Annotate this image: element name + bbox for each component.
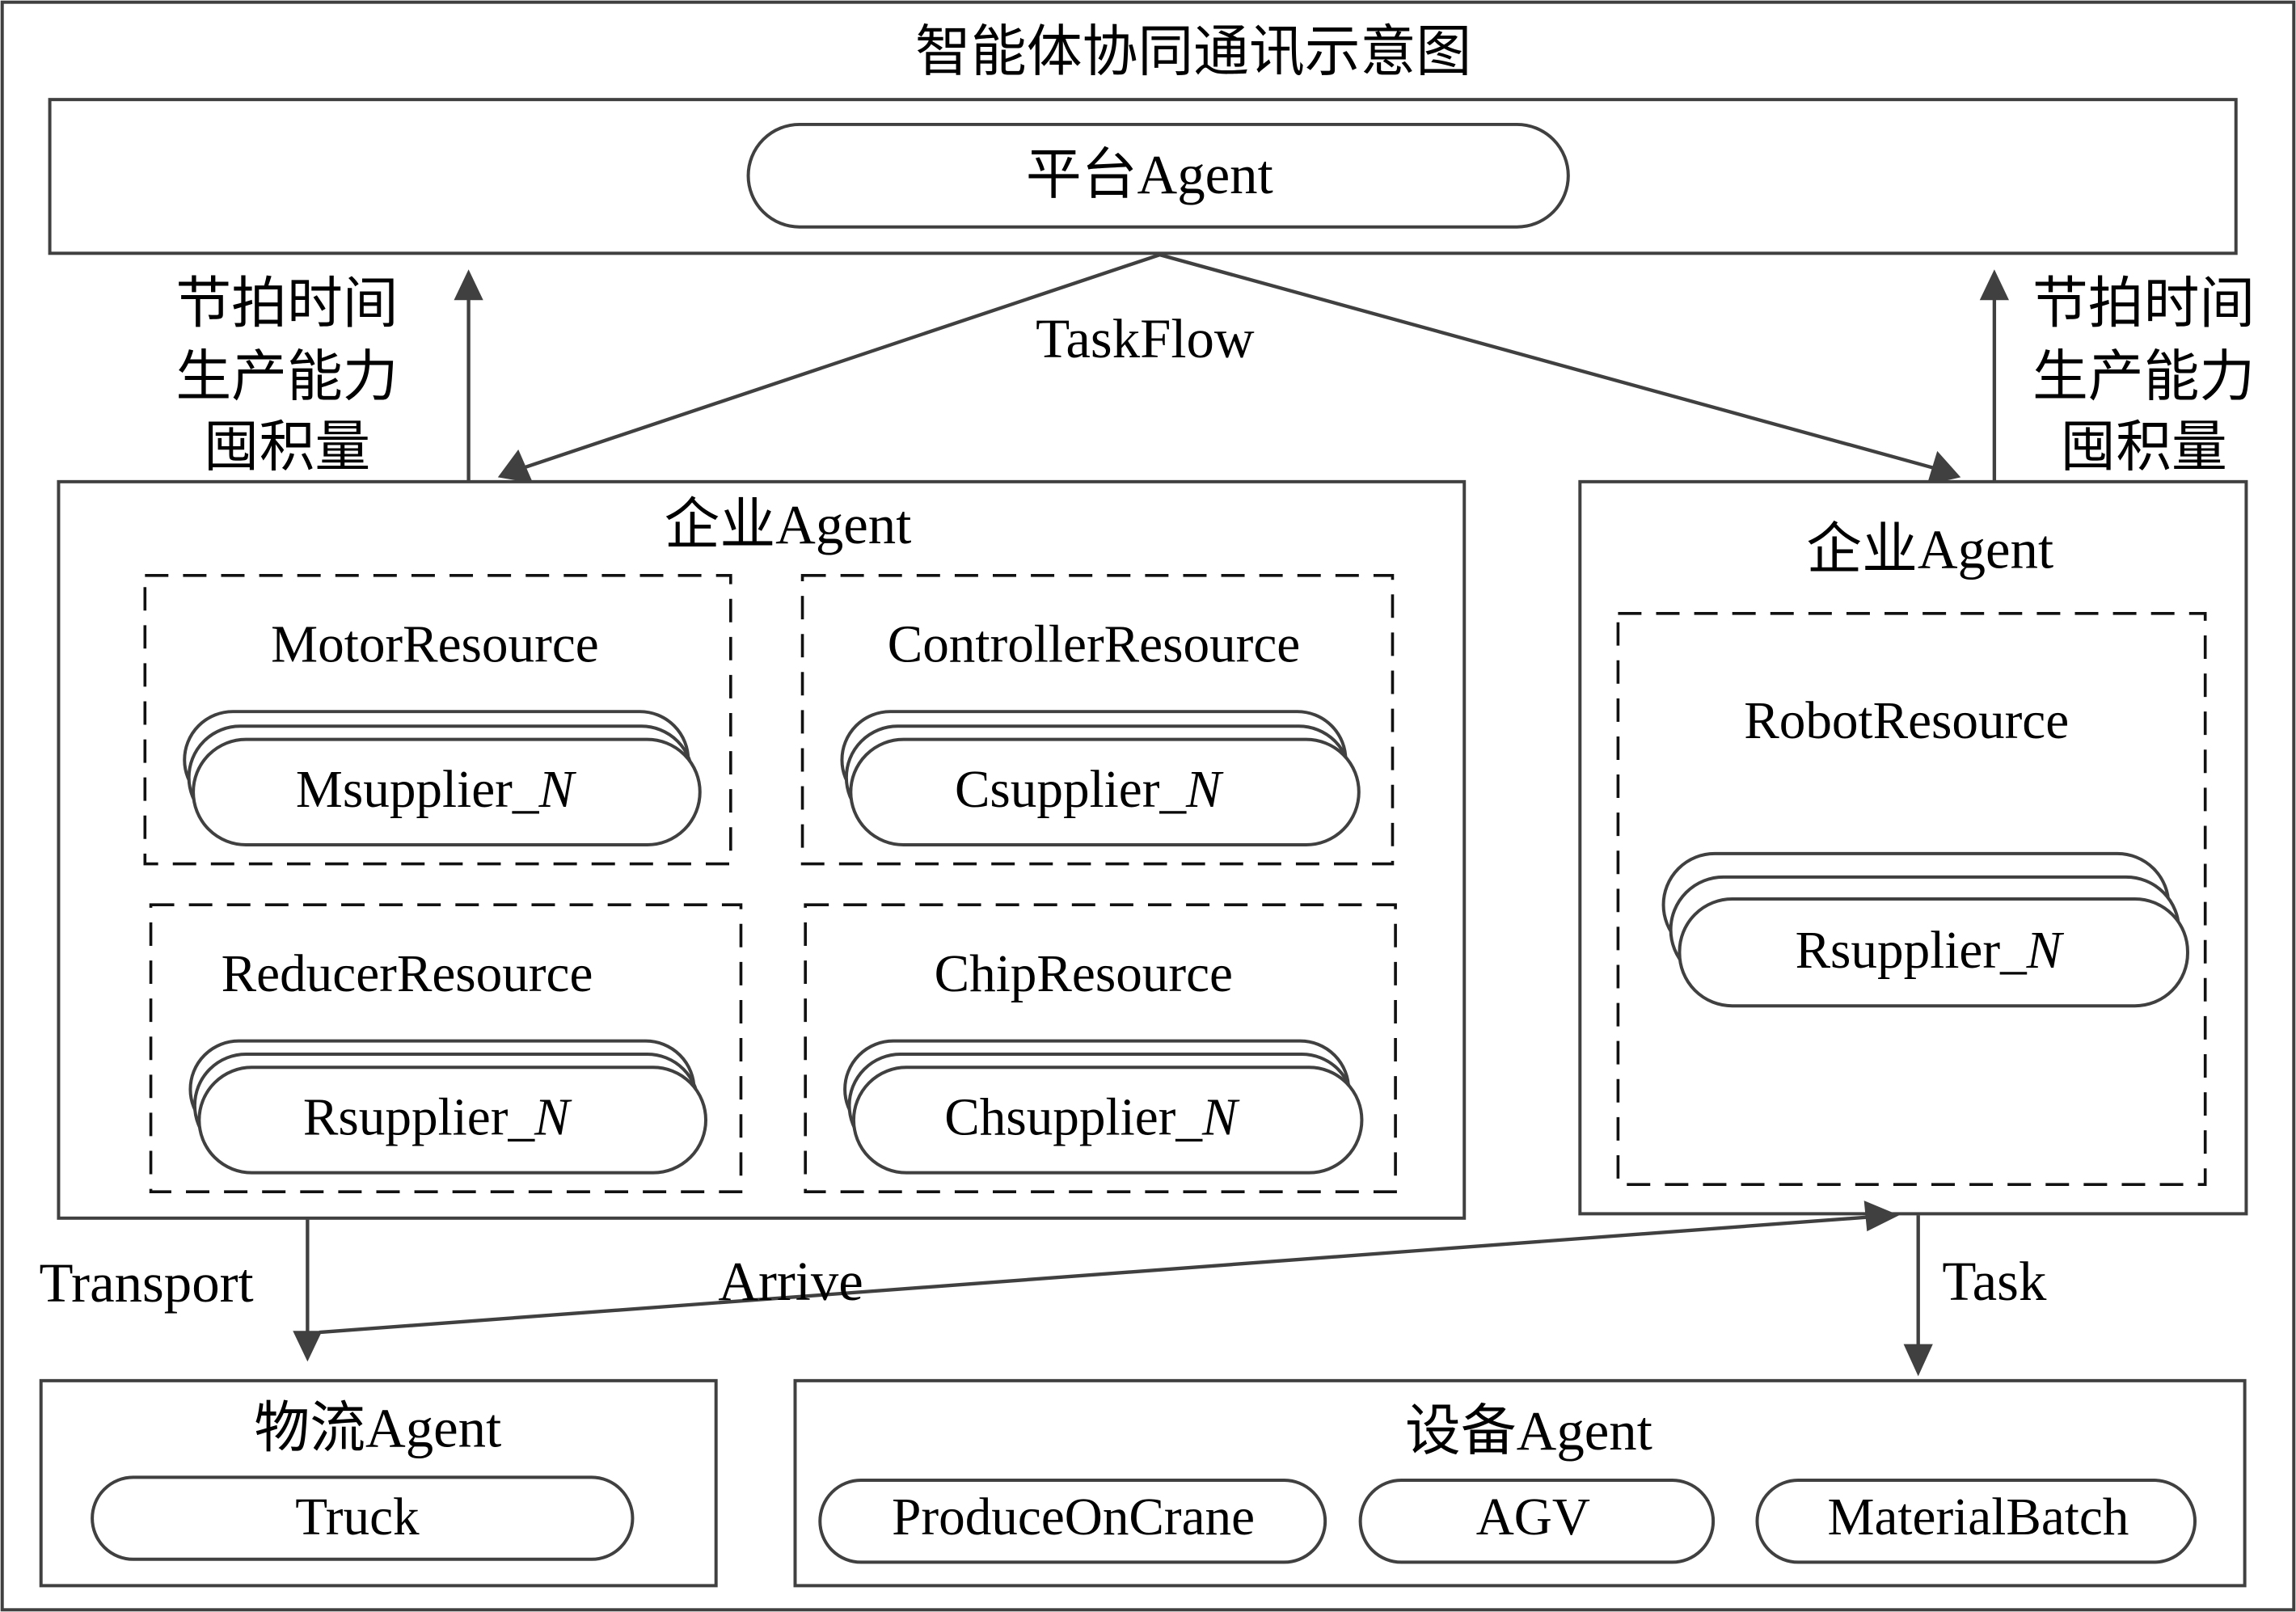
reducer-resource-dashed-box — [149, 903, 743, 1194]
equipment-agent: 设备Agent ProduceOnCrane AGV MaterialBatch — [793, 1378, 2247, 1588]
truck-label: Truck — [295, 1488, 420, 1547]
csupplier-pill[interactable] — [849, 737, 1361, 846]
taskflow-arrow-left — [521, 253, 1161, 471]
logistics-agent: 物流Agent Truck — [39, 1378, 718, 1588]
platform-agent-label: 平台Agent — [1026, 144, 1273, 205]
produce-on-crane-pill[interactable] — [818, 1479, 1327, 1564]
motor-resource-label: MotorResource — [271, 616, 599, 674]
feedback-right-line-2: 生产能力 — [2032, 346, 2255, 407]
taskflow-label: TaskFlow — [1036, 308, 1255, 369]
arrowhead-taskflow-left — [497, 449, 534, 483]
msupplier-pill[interactable] — [192, 737, 702, 846]
agv-pill[interactable] — [1358, 1479, 1716, 1564]
resource-group-controller: ControllerResource Csupplier_N — [800, 573, 1395, 866]
resource-group-motor: MotorResource Msupplier_N — [143, 573, 732, 866]
diagram-title: 智能体协同通讯示意图 — [915, 21, 1471, 82]
rsupplier-pill-robot[interactable] — [1678, 897, 2189, 1008]
chsupplier-pill[interactable] — [851, 1066, 1364, 1175]
rsupplier-pill-reducer[interactable] — [197, 1066, 708, 1175]
chip-resource-label: ChipResource — [935, 945, 1233, 1003]
chip-resource-dashed-box — [804, 903, 1397, 1194]
rsupplier-robot-label: Rsupplier_N — [1796, 922, 2065, 980]
arrowhead-arrive — [1863, 1201, 1900, 1232]
resource-group-reducer: ReducerResource Rsupplier_N — [149, 903, 743, 1194]
material-batch-label: MaterialBatch — [1828, 1488, 2129, 1547]
transport-label: Transport — [40, 1252, 254, 1314]
task-label: Task — [1942, 1251, 2047, 1312]
arrive-label: Arrive — [718, 1251, 863, 1312]
enterprise-right-label: 企业Agent — [1806, 519, 2053, 580]
resource-group-chip: ChipResource Chsupplier_N — [804, 903, 1397, 1194]
logistics-agent-label: 物流Agent — [254, 1397, 501, 1458]
reducer-resource-label: ReducerResource — [222, 945, 593, 1003]
arrowhead-transport — [293, 1331, 323, 1362]
material-batch-pill[interactable] — [1755, 1479, 2197, 1564]
chsupplier-label: Chsupplier_N — [944, 1089, 1240, 1147]
feedback-left-line-1: 节拍时间 — [175, 272, 398, 334]
motor-resource-dashed-box — [143, 573, 732, 866]
feedback-right-line-3: 囤积量 — [2060, 416, 2226, 478]
feedback-right-line-1: 节拍时间 — [2032, 272, 2255, 334]
truck-pill[interactable] — [91, 1475, 635, 1561]
msupplier-label: Msupplier_N — [296, 761, 577, 819]
arrowhead-feedback-left — [454, 269, 483, 301]
arrowhead-task — [1903, 1344, 1933, 1377]
produce-on-crane-label: ProduceOnCrane — [892, 1488, 1255, 1547]
equipment-agent-label: 设备Agent — [1405, 1400, 1652, 1462]
feedback-left-line-3: 囤积量 — [204, 416, 370, 478]
controller-resource-label: ControllerResource — [888, 616, 1301, 674]
taskflow-arrow-right — [1159, 253, 1937, 471]
robot-resource-dashed-box — [1616, 612, 2207, 1186]
enterprise-right-box — [1578, 479, 2248, 1216]
enterprise-agent-left: 企业Agent MotorResource Msupplier_N Contro… — [57, 479, 1467, 1220]
csupplier-label: Csupplier_N — [955, 761, 1224, 819]
arrowhead-taskflow-right — [1927, 450, 1961, 485]
platform-agent-pill[interactable] — [746, 122, 1570, 229]
controller-resource-dashed-box — [800, 573, 1395, 866]
rsupplier-reducer-label: Rsupplier_N — [303, 1089, 572, 1147]
enterprise-left-label: 企业Agent — [665, 494, 912, 555]
arrowhead-feedback-right — [1979, 269, 2009, 301]
enterprise-agent-right: 企业Agent RobotResource Rsupplier_N — [1578, 479, 2248, 1216]
arrive-arrow — [319, 1214, 1875, 1335]
feedback-left-line-2: 生产能力 — [175, 346, 398, 407]
robot-resource-label: RobotResource — [1744, 692, 2069, 750]
agv-label: AGV — [1476, 1488, 1590, 1547]
